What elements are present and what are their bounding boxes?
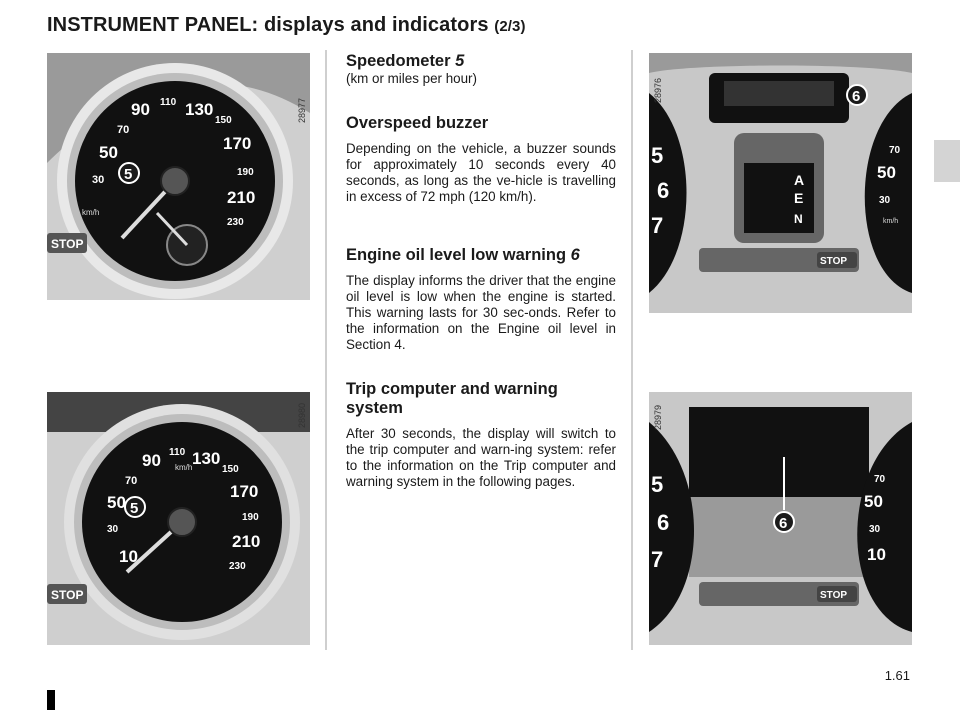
stop-label: STOP (51, 588, 83, 602)
tick-left: 7 (651, 547, 663, 572)
column-divider (631, 50, 633, 650)
tick-170: 170 (223, 134, 251, 153)
tick-130: 130 (185, 100, 213, 119)
gear-letter: E (794, 190, 803, 206)
tick-50: 50 (99, 143, 118, 162)
speedometer-photo-top: STOP 30 50 70 90 110 130 150 170 190 210… (47, 53, 310, 300)
callout-5: 5 (118, 162, 140, 184)
lcd-display (689, 407, 869, 497)
section-body: (km or miles per hour) (346, 71, 477, 86)
svg-text:5: 5 (124, 166, 132, 183)
tick-150: 150 (215, 115, 232, 126)
tick-right: 70 (874, 474, 886, 485)
section-ref: 6 (570, 246, 580, 264)
figure-ref: 28976 (653, 77, 663, 103)
tick-left: 6 (657, 178, 669, 203)
column-divider (325, 50, 327, 650)
tick-230: 230 (229, 561, 246, 572)
tick-right: 70 (889, 145, 901, 156)
section-title: Engine oil level low warning (346, 246, 567, 264)
display-photo-bottom: 5 6 7 70 50 30 10 STOP 6 28979 (649, 392, 912, 645)
tick-50: 50 (107, 493, 126, 512)
section-speedometer: Speedometer 5 (km or miles per hour) (346, 52, 616, 114)
unit-label: km/h (175, 463, 192, 472)
page-header: INSTRUMENT PANEL: displays and indicator… (47, 14, 526, 37)
tick-110: 110 (160, 97, 177, 108)
svg-text:6: 6 (852, 88, 860, 105)
corner-mark (47, 690, 55, 710)
stop-label: STOP (51, 237, 83, 251)
tick-90: 90 (142, 451, 161, 470)
tick-70: 70 (117, 124, 129, 136)
speedometer-photo-bottom: STOP 10 30 50 70 90 110 130 150 170 190 … (47, 392, 310, 645)
tick-30: 30 (107, 524, 119, 535)
figure-ref: 28977 (297, 97, 307, 123)
tick-right: 10 (867, 545, 886, 564)
tick-left: 6 (657, 510, 669, 535)
tick-130: 130 (192, 449, 220, 468)
tick-right: 50 (864, 492, 883, 511)
tick-190: 190 (242, 512, 259, 523)
tick-10: 10 (119, 547, 138, 566)
callout-6: 6 (846, 84, 868, 106)
section-body: After 30 seconds, the display will switc… (346, 426, 616, 489)
tick-right: 30 (869, 524, 881, 535)
section-title: Trip computer and warning system (346, 380, 558, 417)
figure-ref: 28980 (297, 402, 307, 428)
svg-text:6: 6 (779, 515, 787, 532)
tick-210: 210 (232, 532, 260, 551)
section-body: Depending on the vehicle, a buzzer sound… (346, 141, 616, 204)
tick-70: 70 (125, 475, 137, 487)
page-part-indicator: (2/3) (494, 18, 526, 35)
tick-110: 110 (169, 447, 186, 458)
text-column: Speedometer 5 (km or miles per hour) Ove… (346, 52, 616, 490)
tick-150: 150 (222, 464, 239, 475)
tick-right: 30 (879, 195, 891, 206)
section-overspeed: Overspeed buzzer Depending on the vehicl… (346, 114, 616, 246)
tick-left: 7 (651, 213, 663, 238)
tick-30: 30 (92, 174, 104, 186)
stop-label: STOP (820, 590, 847, 601)
figure-ref: 28979 (653, 404, 663, 430)
tick-210: 210 (227, 188, 255, 207)
section-oil-warning: Engine oil level low warning 6 The displ… (346, 246, 616, 374)
page-title: INSTRUMENT PANEL: displays and indicator… (47, 14, 489, 36)
display-photo-top: A E N 5 6 7 70 50 30 km/h STOP 6 28976 (649, 53, 912, 313)
callout-6: 6 (773, 511, 795, 533)
tick-230: 230 (227, 217, 244, 228)
tick-190: 190 (237, 167, 254, 178)
tick-170: 170 (230, 482, 258, 501)
unit-label: km/h (883, 218, 898, 225)
callout-5: 5 (124, 496, 146, 518)
section-ref: 5 (455, 52, 465, 70)
unit-label: km/h (82, 208, 99, 217)
svg-text:5: 5 (130, 500, 138, 517)
section-title: Overspeed buzzer (346, 114, 489, 132)
tick-left: 5 (651, 143, 663, 168)
section-trip-computer: Trip computer and warning system After 3… (346, 380, 616, 490)
page-number: 1.61 (884, 668, 910, 683)
stop-label: STOP (820, 256, 847, 267)
gear-letter: N (794, 212, 803, 226)
section-tab (934, 140, 960, 182)
tick-left: 5 (651, 472, 663, 497)
section-title: Speedometer (346, 52, 451, 70)
tick-90: 90 (131, 100, 150, 119)
tick-right: 50 (877, 163, 896, 182)
section-body: The display informs the driver that the … (346, 273, 616, 352)
gear-display (744, 163, 814, 233)
gear-letter: A (794, 172, 804, 188)
